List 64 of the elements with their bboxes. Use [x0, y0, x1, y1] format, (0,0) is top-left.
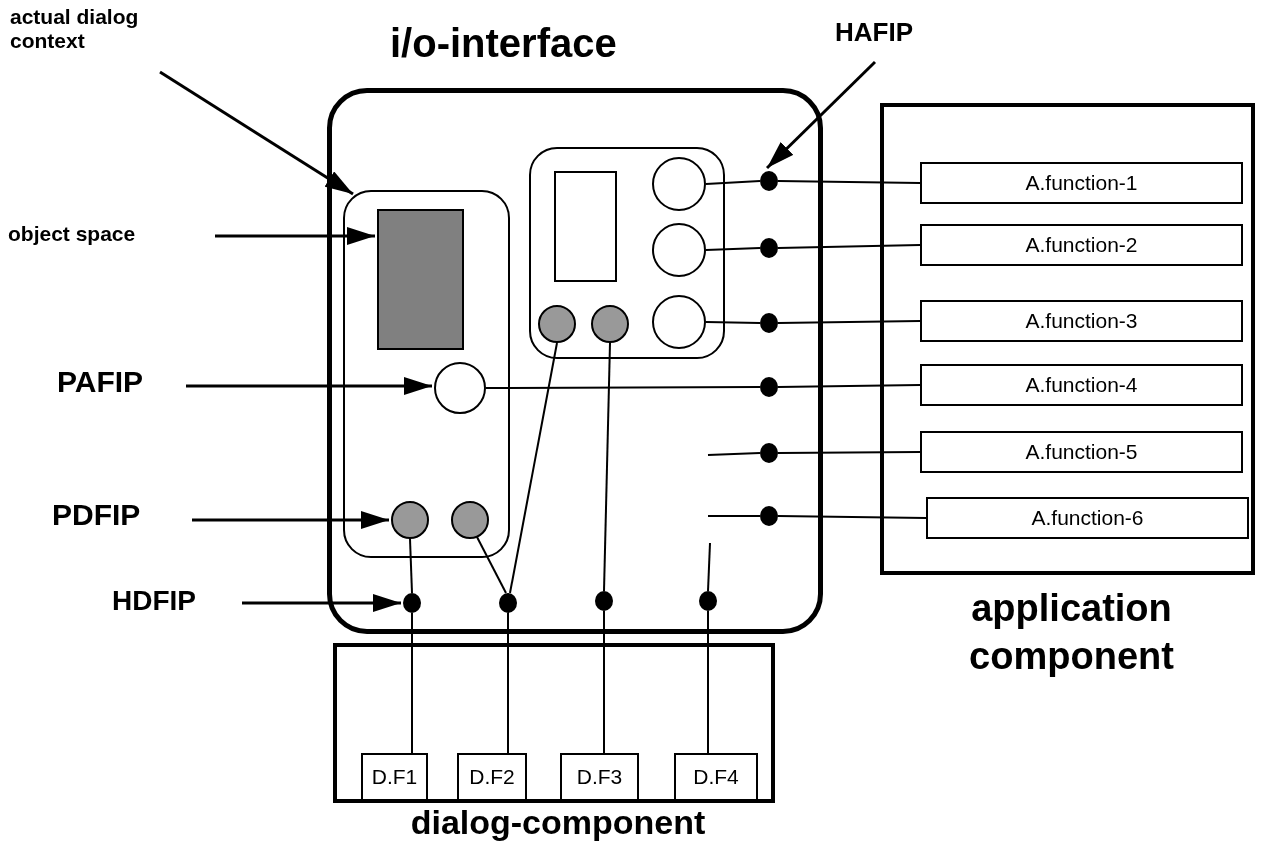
callout-label: actual dialog context — [10, 5, 175, 65]
port-circle — [591, 305, 629, 343]
connector-line — [707, 515, 761, 517]
arrow — [192, 511, 389, 529]
junction-dot — [760, 171, 778, 191]
function-box: D.F2 — [457, 753, 527, 801]
port-circle — [538, 305, 576, 343]
connector-line — [777, 515, 927, 519]
port-circle — [391, 501, 429, 539]
arrow — [159, 70, 354, 196]
arrow — [242, 594, 401, 612]
function-box: A.function-3 — [920, 300, 1243, 342]
callout-label: object space — [8, 222, 218, 252]
context-panel — [529, 147, 725, 359]
connector-line — [485, 386, 761, 389]
junction-dot — [595, 591, 613, 611]
connector-line — [509, 342, 558, 594]
connector-line — [705, 247, 761, 251]
panel-title: dialog-component — [409, 805, 707, 839]
port-circle — [652, 157, 706, 211]
junction-dot — [499, 593, 517, 613]
function-box: D.F3 — [560, 753, 639, 801]
connector-line — [409, 538, 413, 594]
port-circle — [451, 501, 489, 539]
connector-line — [777, 180, 921, 184]
connector-line — [777, 384, 921, 388]
connector-line — [777, 244, 921, 249]
junction-dot — [760, 443, 778, 463]
connector-line — [707, 452, 761, 456]
function-box: D.F4 — [674, 753, 758, 801]
context-panel — [343, 190, 510, 558]
junction-dot — [760, 377, 778, 397]
junction-dot — [760, 506, 778, 526]
port-circle — [434, 362, 486, 414]
junction-dot — [699, 591, 717, 611]
callout-label: HAFIP — [835, 18, 935, 58]
connector-line — [705, 180, 761, 185]
function-box: D.F1 — [361, 753, 428, 801]
function-box: A.function-4 — [920, 364, 1243, 406]
junction-dot — [760, 238, 778, 258]
connector-line — [476, 536, 507, 594]
function-box: A.function-5 — [920, 431, 1243, 473]
panel-title: i/o-interface — [390, 21, 617, 66]
object-space-rect — [377, 209, 464, 350]
connector-line — [707, 542, 711, 592]
panel-title: application component — [968, 586, 1175, 679]
function-box: A.function-1 — [920, 162, 1243, 204]
port-circle — [652, 295, 706, 349]
junction-dot — [403, 593, 421, 613]
callout-label: PDFIP — [52, 498, 172, 538]
arrow — [765, 60, 877, 170]
callout-label: PAFIP — [57, 365, 177, 405]
connector-line — [777, 320, 921, 324]
arrow — [186, 377, 432, 395]
junction-dot — [760, 313, 778, 333]
port-circle — [652, 223, 706, 277]
callout-label: HDFIP — [112, 585, 232, 625]
function-box: A.function-6 — [926, 497, 1249, 539]
connector-line — [777, 451, 921, 454]
function-box: A.function-2 — [920, 224, 1243, 266]
display-rect — [554, 171, 617, 282]
connector-line — [603, 342, 611, 592]
connector-line — [705, 321, 761, 324]
arrow — [215, 227, 375, 245]
